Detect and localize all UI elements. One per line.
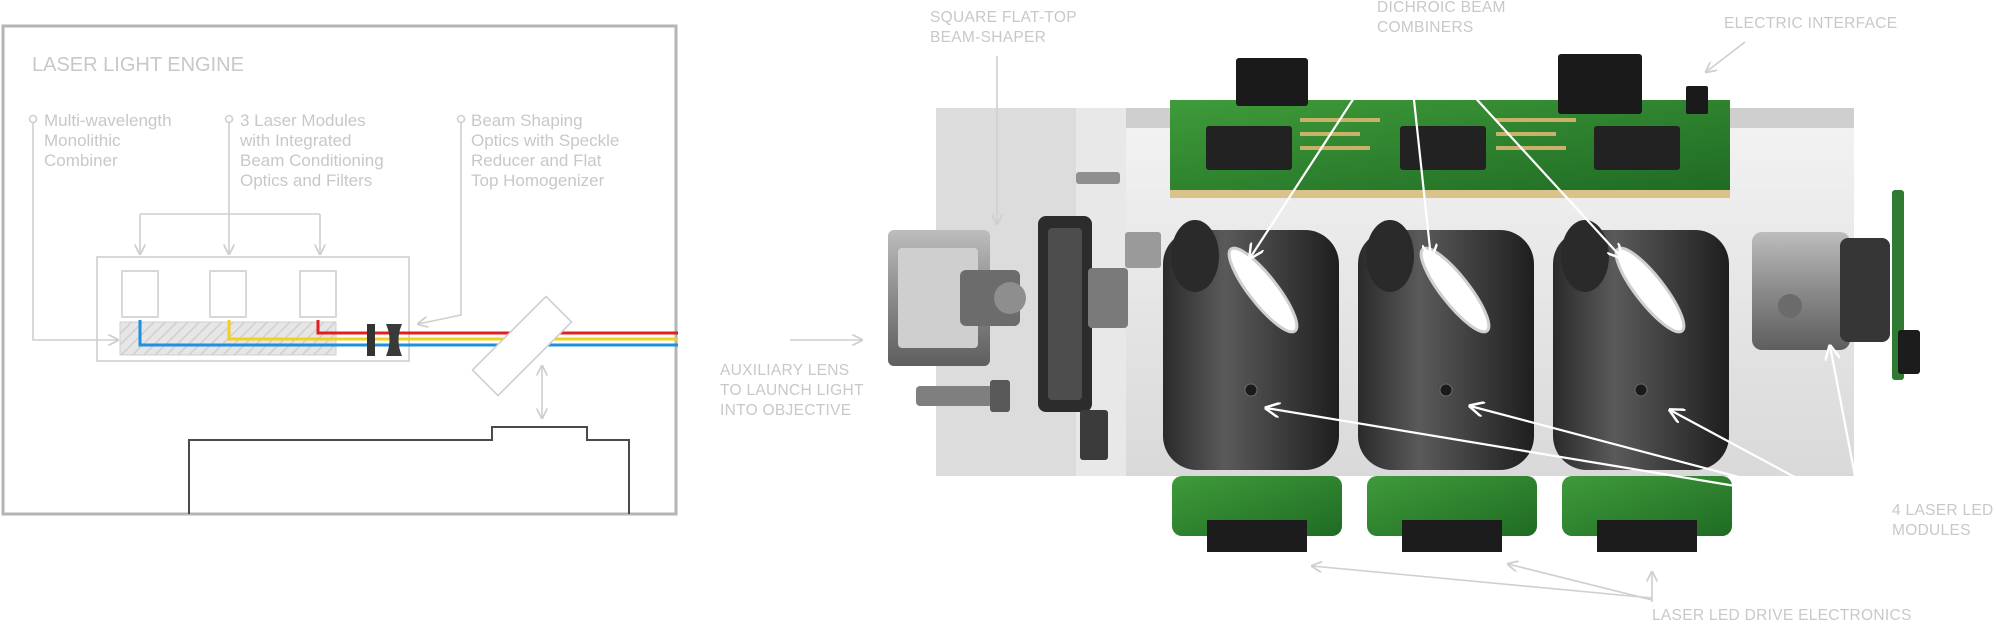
top-pcb (1170, 54, 1730, 198)
laser-module-1 (121, 270, 159, 318)
annotation-arrows (1250, 43, 1862, 511)
schematic-panel: LASER LIGHT ENGINE Multi-wavelength Mono… (1, 24, 678, 516)
laser-module-2 (209, 270, 247, 318)
led-module-2 (1358, 230, 1534, 470)
pcb-connector-right (1558, 54, 1642, 114)
homogenizer-lens (386, 324, 402, 356)
speckle-reducer (367, 324, 375, 356)
output-port (1752, 232, 1850, 350)
laser-module-housing (96, 256, 410, 362)
label-dichroic-combiners: DICHROIC BEAM COMBINERS (1377, 0, 1510, 36)
callout-laser-modules: 3 Laser Modules with Integrated Beam Con… (239, 111, 388, 190)
microscope-stage (188, 426, 630, 514)
label-beam-shaper: SQUARE FLAT-TOP BEAM-SHAPER (930, 9, 1081, 46)
aux-lens-rod (916, 386, 996, 406)
led-module-1 (1163, 230, 1339, 470)
label-led-modules: 4 LASER LED MODULES (1892, 502, 1996, 539)
laser-led-modules (1163, 220, 1729, 470)
schematic-frame (1, 24, 678, 516)
label-aux-lens: AUXILIARY LENS TO LAUNCH LIGHT INTO OBJE… (720, 362, 868, 419)
assembly-render: SQUARE FLAT-TOP BEAM-SHAPER DICHROIC BEA… (720, 0, 1996, 624)
laser-module-3 (299, 270, 337, 318)
pcb-connector-left (1236, 58, 1308, 106)
callout-combiner: Multi-wavelength Monolithic Combiner (44, 111, 176, 170)
label-drive-electronics: LASER LED DRIVE ELECTRONICS (1652, 607, 1912, 624)
gray-arrows (790, 41, 1746, 602)
schematic-title: LASER LIGHT ENGINE (32, 54, 244, 76)
drive-electronics (1172, 476, 1732, 552)
label-electric-interface: ELECTRIC INTERFACE (1724, 15, 1897, 32)
dichroic-combiner-1 (1227, 246, 1299, 334)
callout-leaders (28, 114, 466, 341)
fold-mirror (471, 295, 573, 397)
callout-beam-shaping: Beam Shaping Optics with Speckle Reducer… (471, 111, 624, 190)
